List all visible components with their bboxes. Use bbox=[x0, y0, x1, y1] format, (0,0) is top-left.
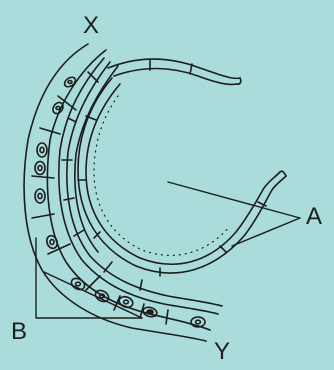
middle-cell-layers bbox=[59, 58, 222, 314]
label-b: B bbox=[11, 320, 27, 344]
label-y: Y bbox=[214, 340, 230, 364]
label-a: A bbox=[306, 205, 322, 229]
label-x: X bbox=[83, 14, 99, 38]
inner-c-layer bbox=[78, 59, 286, 273]
